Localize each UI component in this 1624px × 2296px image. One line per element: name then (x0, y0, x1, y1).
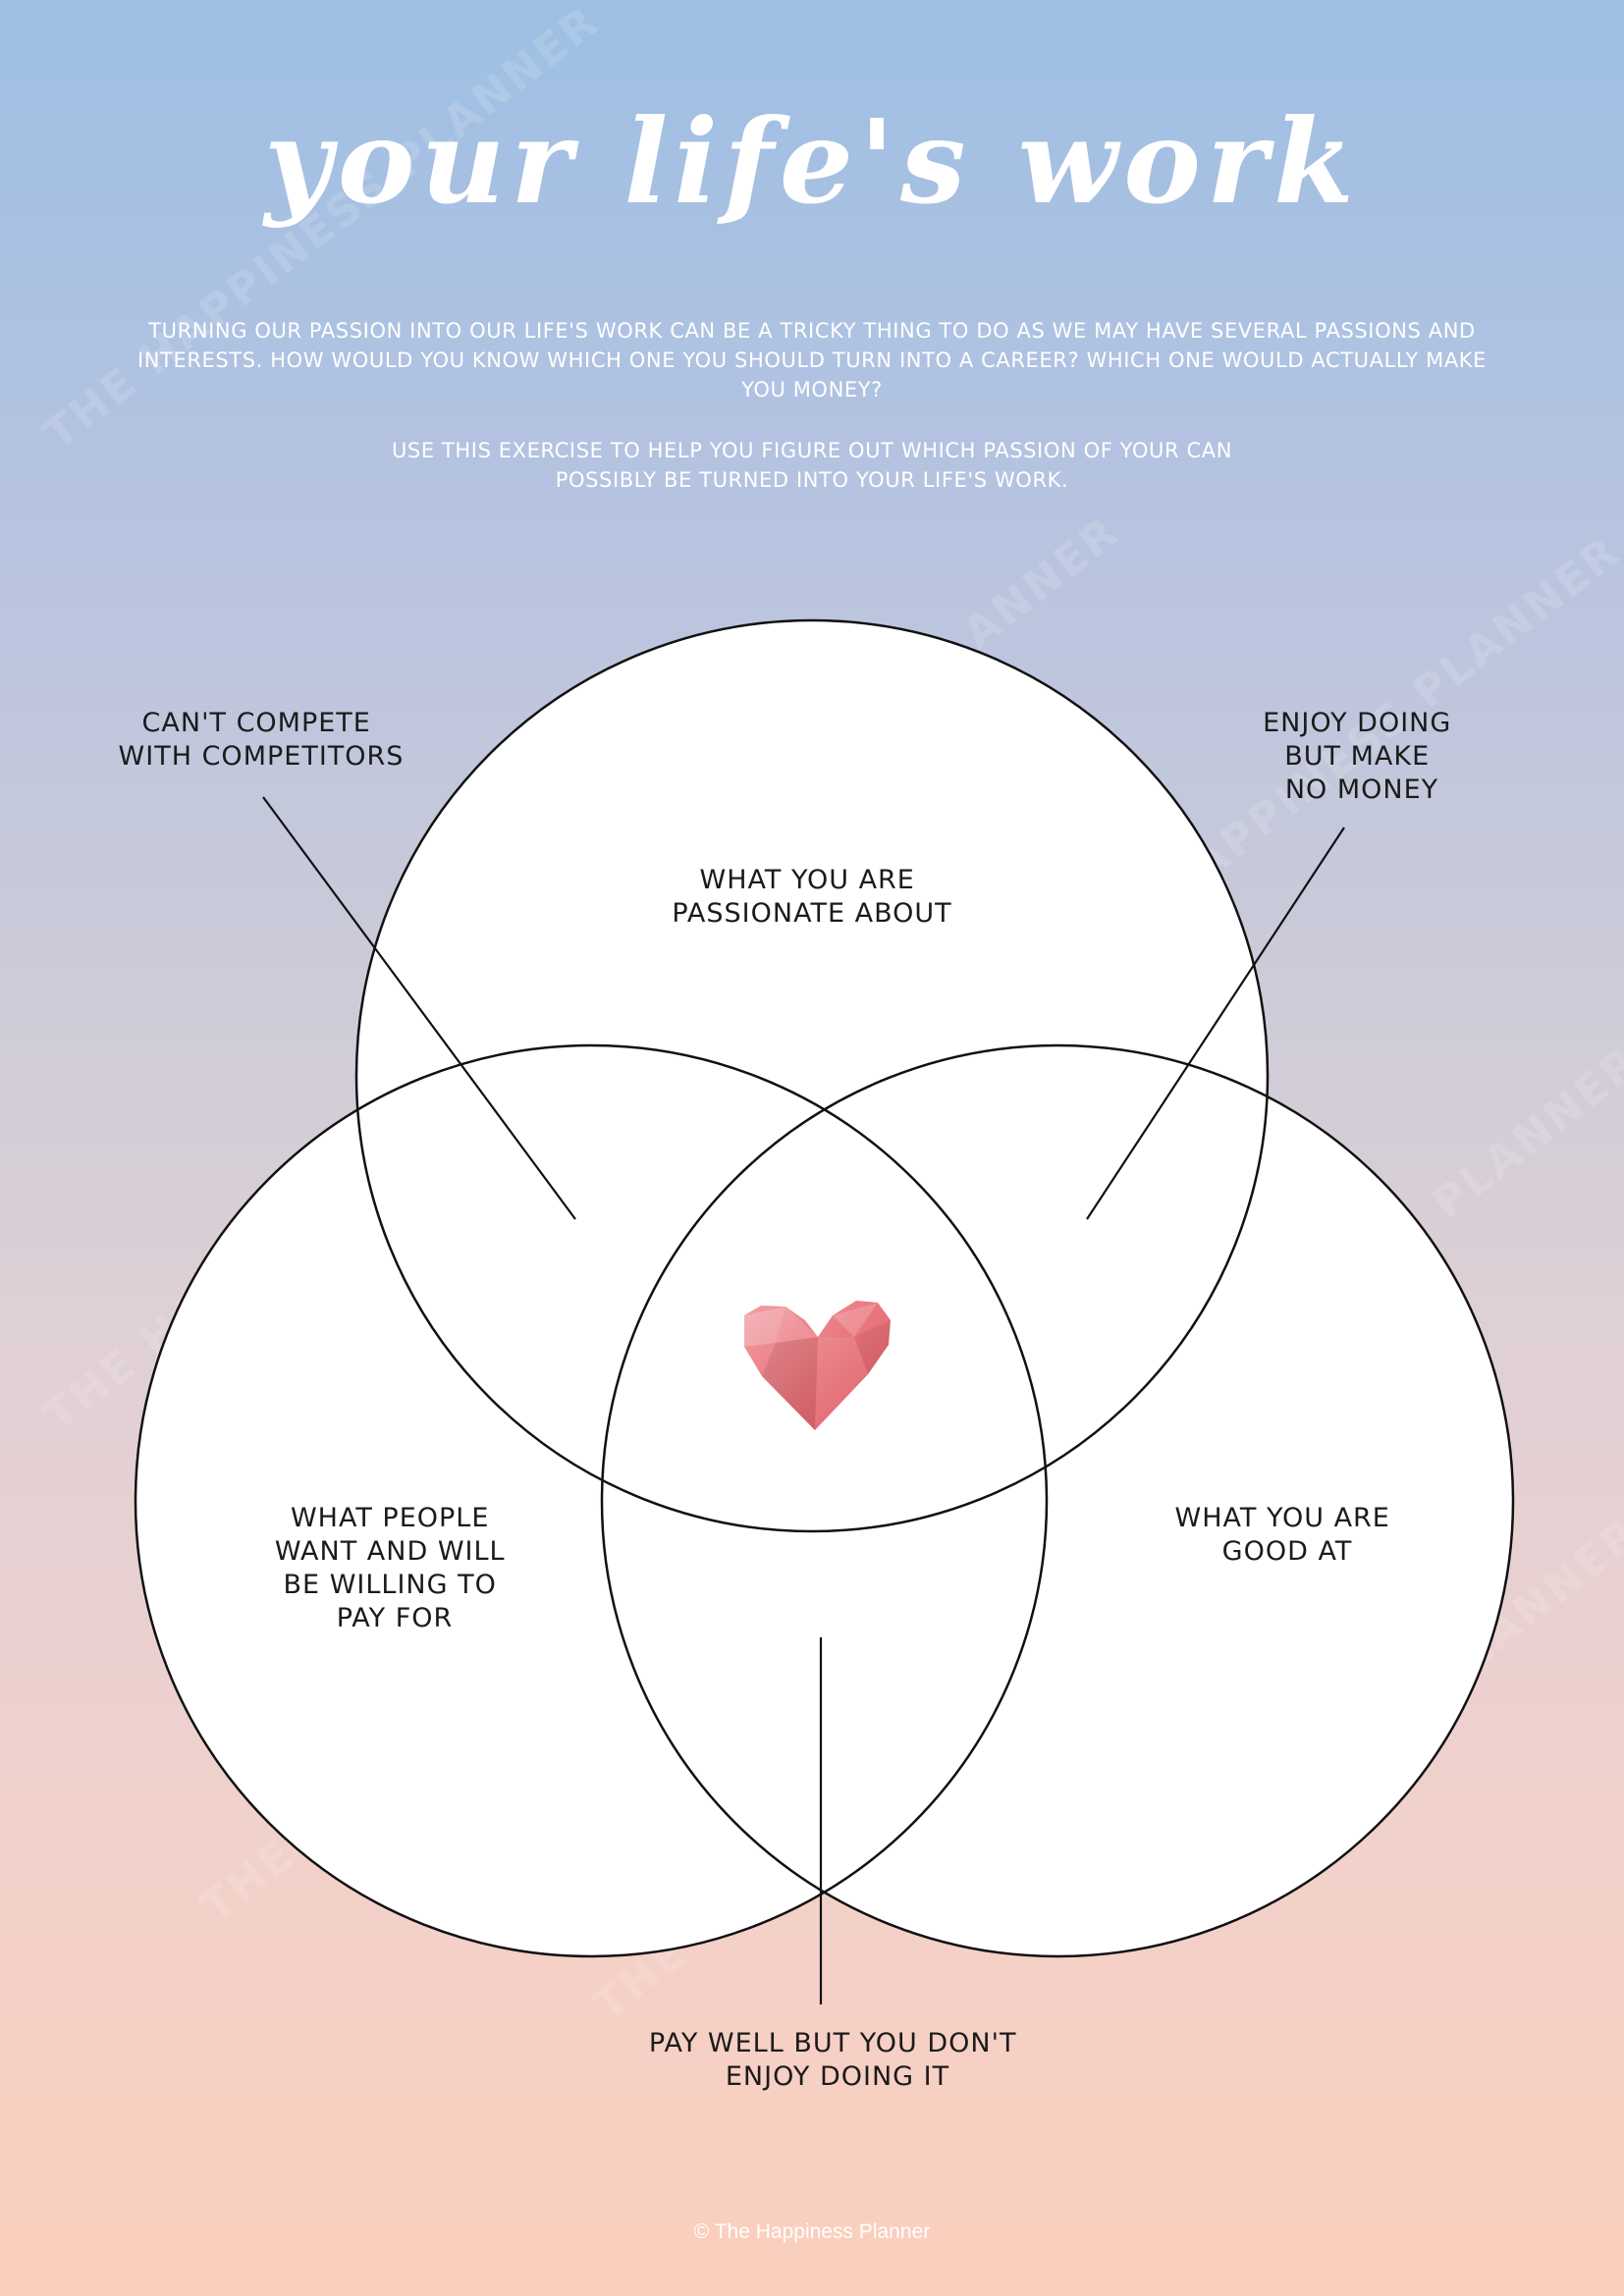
callout-pay-well: PAY WELL BUT YOU DON'T ENJOY DOING IT (649, 2028, 1026, 2092)
watermark-text: THE HAPPINESS PLANNER (34, 0, 609, 460)
circle-outline-top (354, 618, 1270, 1533)
label-passionate: WHAT YOU ARE PASSIONATE ABOUT (672, 865, 951, 929)
heart-icon (744, 1301, 891, 1430)
label-good-at: WHAT YOU ARE GOOD AT (1175, 1503, 1400, 1567)
circle-outline-right (600, 1043, 1515, 1958)
label-people-want: WHAT PEOPLE WANT AND WILL BE WILLING TO … (275, 1503, 514, 1633)
circle-outline-left (134, 1043, 1049, 1958)
leader-line-top-right (1086, 827, 1345, 1220)
callout-no-money: ENJOY DOING BUT MAKE NO MONEY (1263, 708, 1461, 805)
leader-line-top-left (262, 796, 576, 1220)
circle-fill-right (602, 1045, 1513, 1956)
page-title: your life's work (264, 93, 1360, 230)
callout-cant-compete: CAN'T COMPETE WITH COMPETITORS (119, 708, 405, 772)
footer-copyright: © The Happiness Planner (693, 2220, 931, 2243)
intro-paragraph-2: USE THIS EXERCISE TO HELP YOU FIGURE OUT… (391, 439, 1233, 492)
intro-paragraph-1: TURNING OUR PASSION INTO OUR LIFE'S WORK… (136, 319, 1488, 401)
